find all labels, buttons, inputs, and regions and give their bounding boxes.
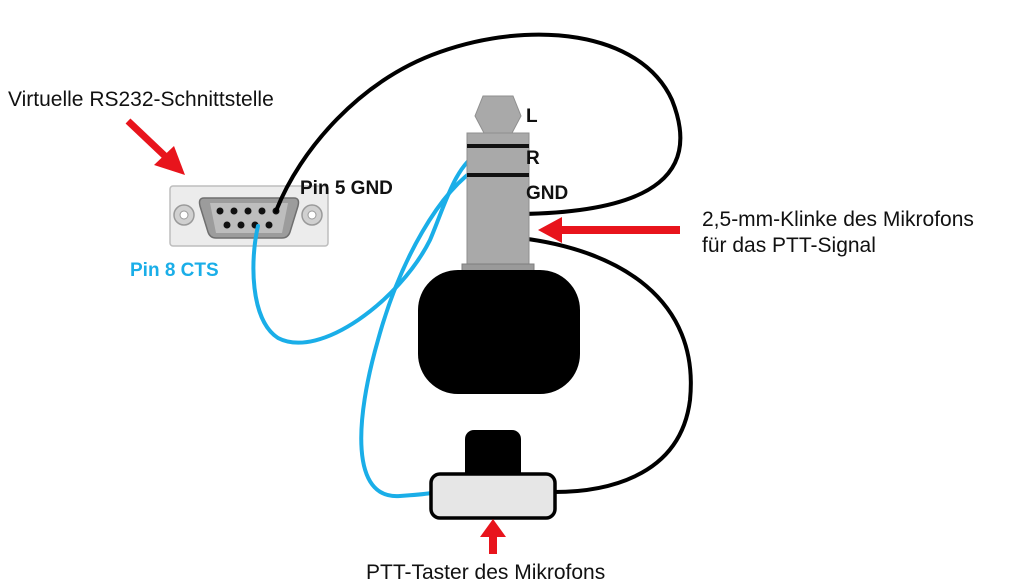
arrow-ptt (480, 519, 506, 554)
arrow-rs232 (125, 118, 185, 175)
jack-handle (418, 270, 580, 394)
wires (251, 32, 693, 499)
jack-tip (474, 95, 522, 134)
label-jack-l: L (526, 106, 538, 127)
db9-connector (169, 185, 329, 247)
label-rs232-interface: Virtuelle RS232-Schnittstelle (8, 88, 274, 111)
ptt-button-body (429, 472, 557, 520)
label-jack-title-1: 2,5-mm-Klinke des Mikrofons (702, 208, 974, 231)
ptt-button-cap (465, 430, 521, 482)
label-jack-gnd: GND (526, 183, 568, 204)
jack-insulator-2 (467, 173, 529, 177)
arrows (125, 118, 680, 554)
wire-ptt-black (518, 236, 693, 494)
label-jack-r: R (526, 148, 540, 169)
label-pin5: Pin 5 GND (300, 178, 393, 199)
ptt-button (429, 430, 557, 520)
arrow-jack (538, 217, 680, 243)
label-jack-title-2: für das PTT-Signal (702, 234, 876, 257)
jack-plug (418, 95, 580, 394)
wire-gnd-black (274, 32, 683, 216)
wire-ptt-cyan (359, 164, 482, 499)
jack-insulator-1 (467, 144, 529, 148)
jack-shaft (466, 132, 530, 270)
label-pin8: Pin 8 CTS (130, 260, 219, 281)
label-ptt-button: PTT-Taster des Mikrofons (366, 561, 605, 584)
